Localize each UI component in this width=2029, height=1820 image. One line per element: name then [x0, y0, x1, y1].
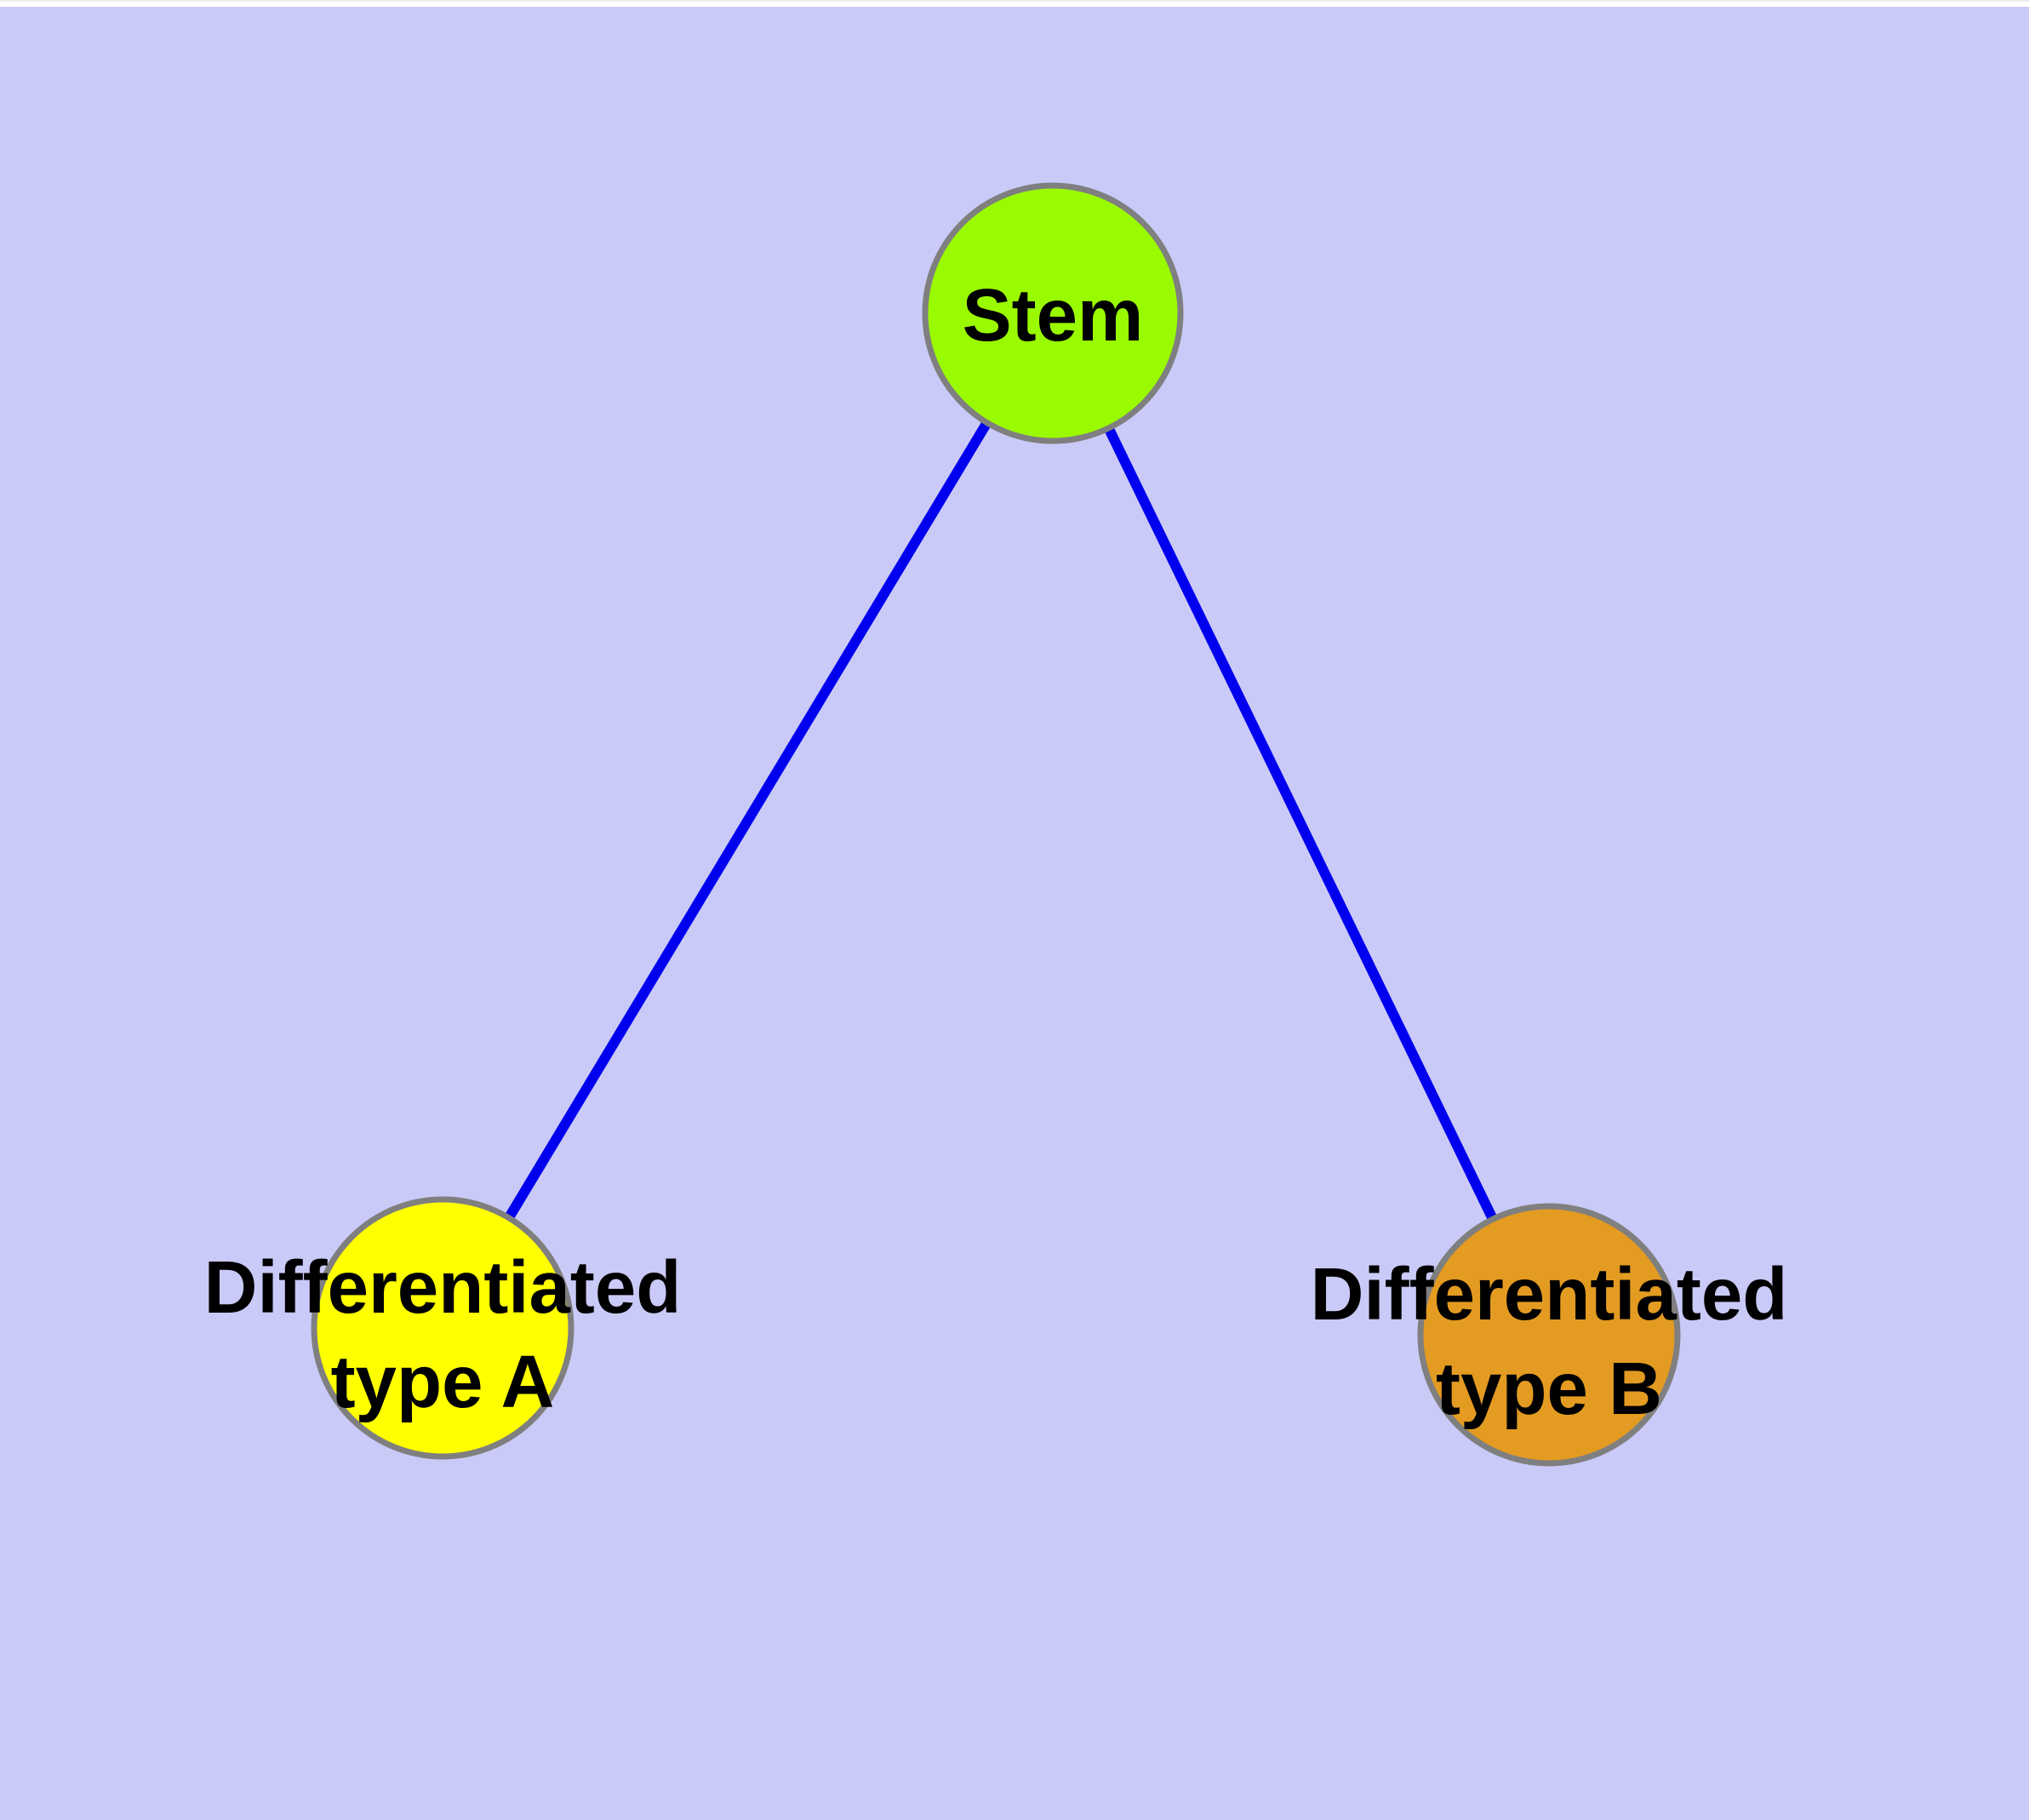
node-differentiated-type-b-label: Differentiated type B	[1311, 1253, 1788, 1430]
node-stem-circle	[922, 182, 1184, 444]
node-differentiated-type-a-label: Differentiated type A	[204, 1246, 682, 1423]
edge-stem-differentiated-type-b	[1048, 311, 1554, 1337]
node-stem-label: Stem	[963, 274, 1144, 357]
window-top-strip	[0, 0, 2029, 7]
node-differentiated-type-b-circle	[1417, 1203, 1681, 1467]
node-differentiated-type-a-circle	[311, 1196, 574, 1460]
node-differentiated-type-a-label-line-1: Differentiated	[204, 1246, 682, 1329]
node-differentiated-type-b-label-line-1: Differentiated	[1311, 1253, 1788, 1336]
node-stem-label-line-1: Stem	[963, 274, 1144, 357]
edges-layer	[437, 310, 1554, 1337]
node-differentiated-type-b-label-line-2: type B	[1436, 1348, 1662, 1430]
edge-stem-differentiated-type-a	[437, 310, 1058, 1331]
nodes-layer	[311, 182, 1681, 1467]
node-differentiated-type-a-label-line-2: type A	[331, 1341, 555, 1423]
